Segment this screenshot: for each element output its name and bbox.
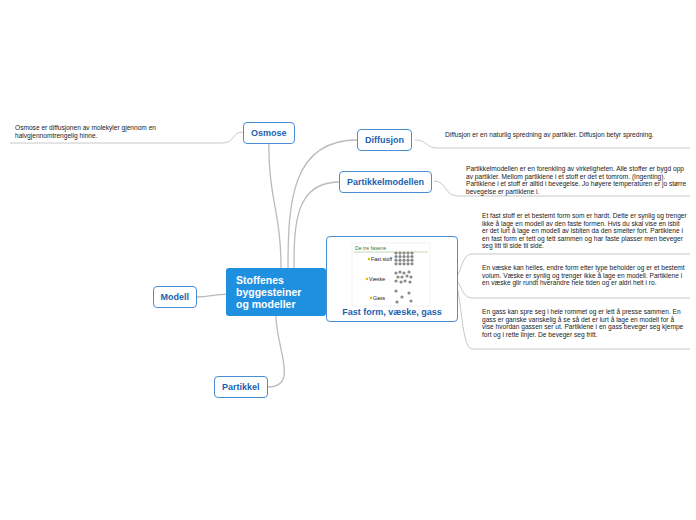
branch-connector bbox=[197, 294, 226, 297]
leader-line bbox=[452, 279, 690, 349]
node-text: Diffusjon bbox=[365, 135, 404, 145]
branch-topic: Osmose bbox=[243, 122, 295, 144]
leader-line bbox=[415, 140, 690, 148]
branch-topic: Partikkelmodellen bbox=[339, 171, 432, 193]
note-text: Diffusjon er en naturlig spredning av pa… bbox=[445, 131, 680, 139]
image-topic: Fast form, væske, gass bbox=[326, 236, 458, 322]
image-label: Væske bbox=[369, 276, 385, 282]
image-label: Fast stoff bbox=[371, 256, 392, 262]
image-label: Gass bbox=[373, 295, 385, 301]
note-text: En væske kan helles, endre form etter ty… bbox=[482, 264, 687, 287]
note-text: Et fast stoff er et bestemt form som er … bbox=[482, 212, 687, 250]
node-text: Partikkelmodellen bbox=[347, 177, 424, 187]
note-text: En gass kan spre seg i hele rommet og er… bbox=[482, 308, 687, 338]
central-topic: Stoffenes byggesteiner og modeller bbox=[226, 268, 326, 316]
branch-connector bbox=[268, 316, 285, 387]
note-text: Partikkelmodellen er en forenkling av vi… bbox=[466, 165, 688, 195]
branch-connector bbox=[269, 144, 281, 268]
branch-topic: Diffusjon bbox=[357, 129, 412, 151]
node-text: Fast form, væske, gass bbox=[327, 307, 457, 317]
branch-topic: Partikkel bbox=[214, 376, 268, 398]
node-text: Partikkel bbox=[222, 382, 260, 392]
note-text: Osmose er diffusjonen av molekyler gjenn… bbox=[15, 124, 220, 139]
image-title: De tre fasene bbox=[355, 245, 386, 251]
branch-topic: Modell bbox=[153, 286, 198, 308]
node-text: Osmose bbox=[251, 128, 287, 138]
node-text: Stoffenes byggesteiner og modeller bbox=[236, 274, 316, 310]
node-text: Modell bbox=[161, 292, 190, 302]
